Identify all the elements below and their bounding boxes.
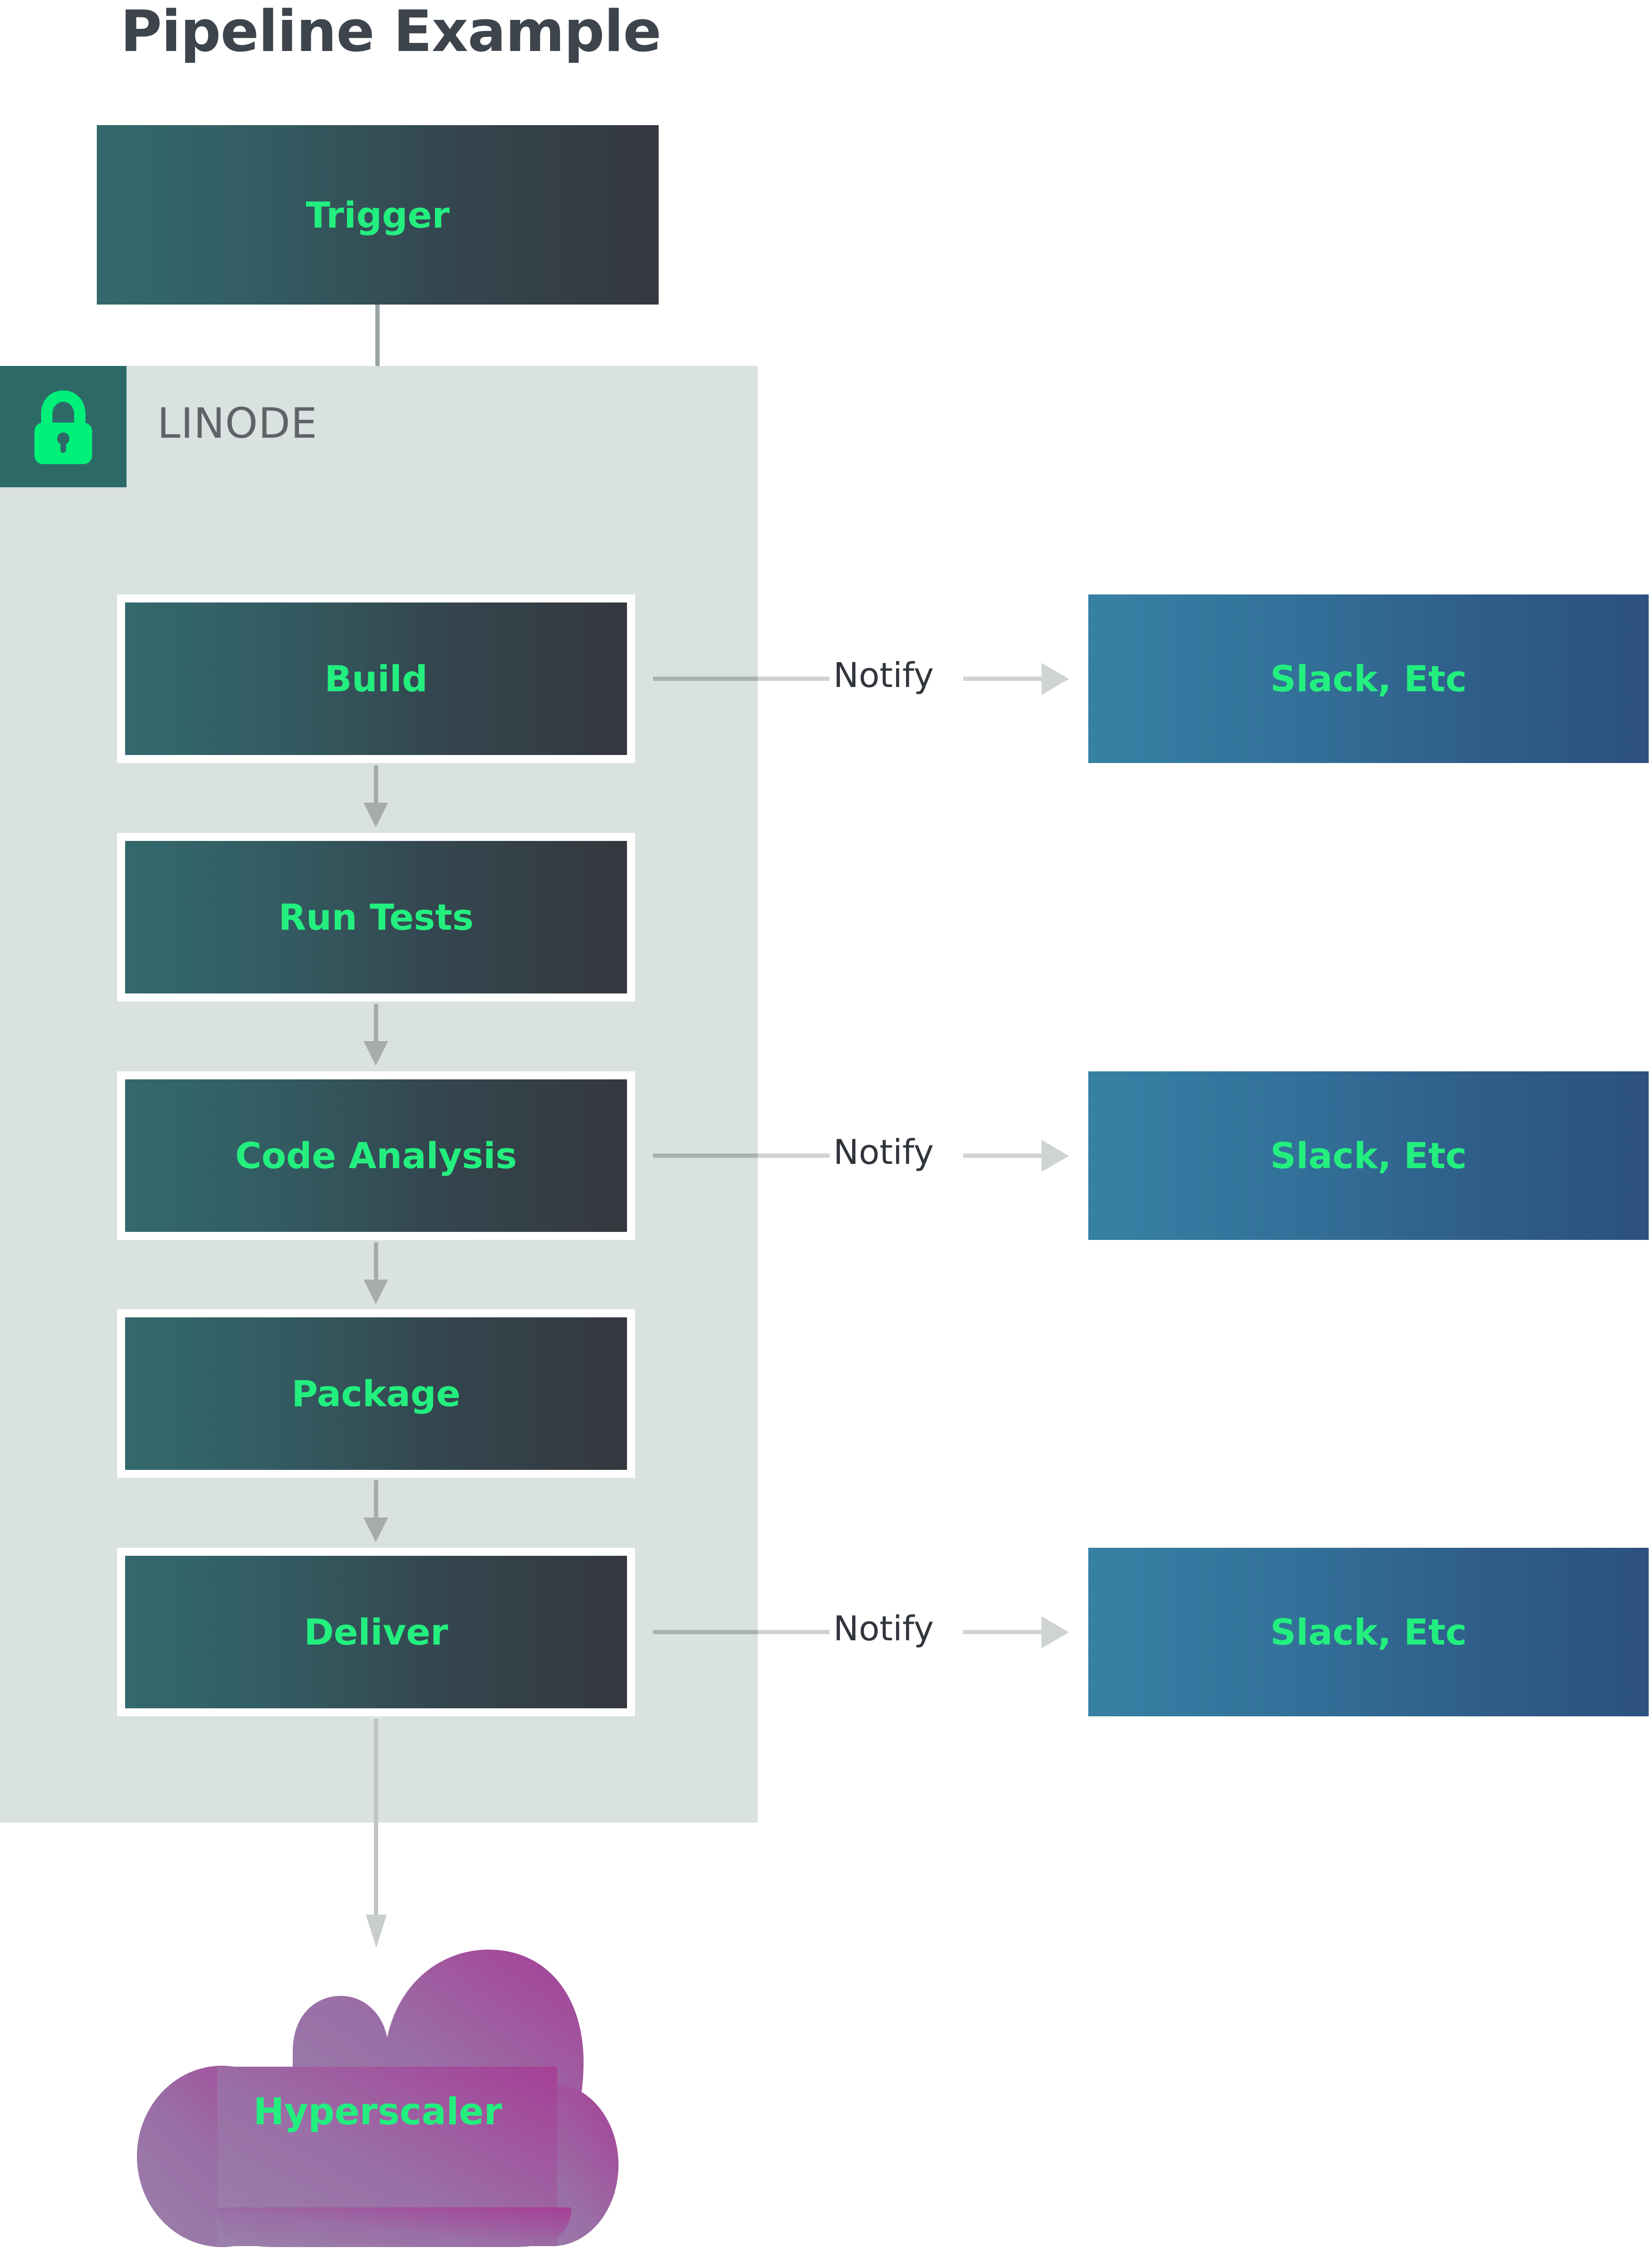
- connector-deliver-to-cloud-arrowhead: [366, 1915, 387, 1948]
- node-slack-2[interactable]: Slack, Etc: [1088, 1071, 1649, 1240]
- page-title: Pipeline Example: [120, 0, 661, 65]
- node-deliver-label: Deliver: [304, 1611, 449, 1653]
- notify-arrowhead-1: [1042, 663, 1069, 695]
- cloud-shape: [137, 1950, 618, 2247]
- node-package-label: Package: [291, 1373, 461, 1415]
- notify-arrowhead-3: [1042, 1616, 1069, 1648]
- notify-line-left-3: [653, 1630, 758, 1634]
- notify-arrowhead-2: [1042, 1140, 1069, 1172]
- connector-deliver-to-cloud: [374, 1719, 378, 1931]
- connector-package-to-deliver-arrowhead: [364, 1518, 388, 1542]
- connector-run-tests-to-code-analysis: [374, 1004, 378, 1046]
- node-trigger[interactable]: Trigger: [97, 125, 659, 305]
- node-code-analysis[interactable]: Code Analysis: [117, 1071, 635, 1240]
- node-build-label: Build: [324, 658, 428, 700]
- node-hyperscaler[interactable]: [137, 1943, 618, 2248]
- notify-line-left-3b: [758, 1630, 830, 1634]
- connector-run-tests-to-code-analysis-arrowhead: [364, 1041, 388, 1066]
- node-slack-1[interactable]: Slack, Etc: [1088, 594, 1649, 763]
- notify-label-3: Notify: [833, 1609, 934, 1648]
- node-slack-3[interactable]: Slack, Etc: [1088, 1548, 1649, 1716]
- connector-build-to-run-tests-arrowhead: [364, 803, 388, 827]
- notify-line-left-2b: [758, 1154, 830, 1158]
- connector-code-analysis-to-package-arrowhead: [364, 1280, 388, 1304]
- notify-line-right-3: [963, 1630, 1043, 1634]
- connector-code-analysis-to-package: [374, 1242, 378, 1285]
- node-run-tests[interactable]: Run Tests: [117, 833, 635, 1001]
- node-slack-2-label: Slack, Etc: [1270, 1135, 1467, 1177]
- lock-icon: [34, 390, 92, 464]
- notify-line-right-1: [963, 677, 1043, 681]
- node-build[interactable]: Build: [117, 594, 635, 763]
- node-trigger-label: Trigger: [305, 194, 450, 236]
- notify-label-2: Notify: [833, 1132, 934, 1172]
- connector-package-to-deliver: [374, 1480, 378, 1523]
- notify-line-right-2: [963, 1154, 1043, 1158]
- boundary-label-linode: LINODE: [157, 399, 318, 448]
- node-deliver[interactable]: Deliver: [117, 1548, 635, 1716]
- boundary-badge-linode: [0, 366, 127, 487]
- notify-line-left-1: [653, 677, 758, 681]
- notify-line-left-2: [653, 1154, 758, 1158]
- node-run-tests-label: Run Tests: [278, 896, 474, 938]
- node-slack-1-label: Slack, Etc: [1270, 658, 1467, 700]
- connector-build-to-run-tests: [374, 765, 378, 808]
- node-hyperscaler-label: Hyperscaler: [253, 2091, 502, 2133]
- node-slack-3-label: Slack, Etc: [1270, 1611, 1467, 1653]
- notify-line-left-1b: [758, 677, 830, 681]
- node-package[interactable]: Package: [117, 1309, 635, 1478]
- notify-label-1: Notify: [833, 655, 934, 695]
- node-code-analysis-label: Code Analysis: [235, 1135, 517, 1177]
